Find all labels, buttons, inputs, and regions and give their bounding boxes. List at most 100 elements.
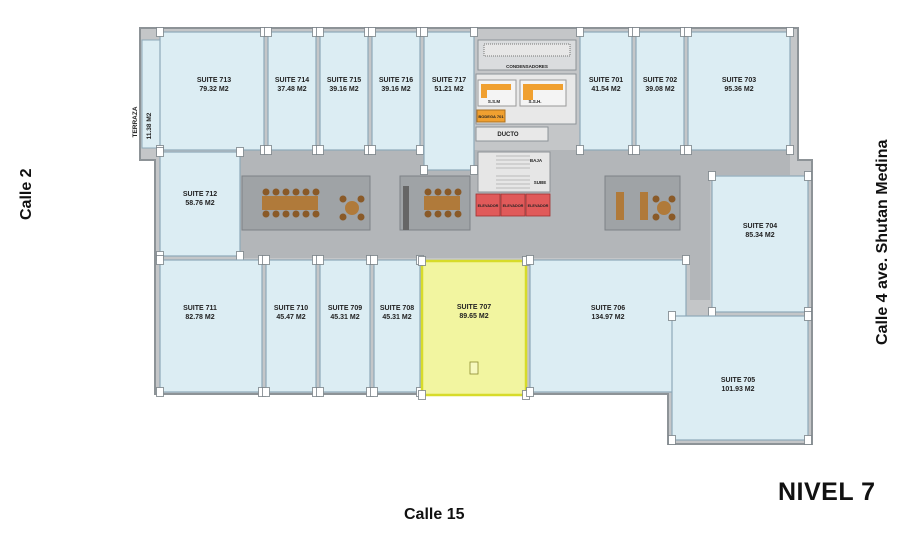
- column-marker: [368, 27, 376, 37]
- desk: [616, 192, 624, 220]
- column-marker: [316, 387, 324, 397]
- suite-703-area[interactable]: [687, 31, 791, 151]
- column-marker: [236, 251, 244, 261]
- column-marker: [526, 387, 534, 397]
- chair: [444, 188, 452, 196]
- suite-717-area-label: 51.21 M2: [434, 86, 463, 93]
- suite-710-area[interactable]: [265, 259, 317, 393]
- chair: [652, 213, 660, 221]
- round-table: [657, 201, 671, 215]
- duct-label: DUCTO: [497, 132, 519, 138]
- column-marker: [684, 27, 692, 37]
- column-marker: [370, 255, 378, 265]
- suite-713-area[interactable]: [159, 31, 265, 151]
- column-marker: [804, 435, 812, 445]
- column-marker: [804, 171, 812, 181]
- elevator-2: [500, 193, 526, 217]
- column-marker: [786, 27, 794, 37]
- storage-room: [476, 109, 506, 123]
- chair: [302, 210, 310, 218]
- suite-702-area-label: 39.08 M2: [645, 86, 674, 93]
- suite-715-area-label: 39.16 M2: [329, 86, 358, 93]
- chair: [668, 195, 676, 203]
- suite-713-area-label: 79.32 M2: [199, 86, 228, 93]
- column-marker: [316, 145, 324, 155]
- chair: [668, 213, 676, 221]
- column-marker: [804, 311, 812, 321]
- suite-715-name: SUITE 715: [327, 77, 361, 84]
- suite-717-name: SUITE 717: [432, 77, 466, 84]
- column-marker: [469, 361, 479, 375]
- chair: [292, 188, 300, 196]
- suite-706-name: SUITE 706: [591, 305, 625, 312]
- suite-715-area[interactable]: [319, 31, 369, 151]
- chair: [424, 210, 432, 218]
- column-marker: [632, 145, 640, 155]
- chair: [272, 188, 280, 196]
- suite-704-area[interactable]: [711, 175, 809, 313]
- chair: [262, 210, 270, 218]
- conference-table: [424, 196, 460, 210]
- chair: [434, 188, 442, 196]
- suite-701-name: SUITE 701: [589, 77, 623, 84]
- suite-714-area[interactable]: [267, 31, 317, 151]
- column-marker: [156, 147, 164, 157]
- suite-717-area[interactable]: [423, 31, 475, 171]
- condensers-label: CONDENSADORES: [506, 64, 548, 69]
- suite-708-area[interactable]: [373, 259, 421, 393]
- suite-702-area[interactable]: [635, 31, 685, 151]
- suite-712-area[interactable]: [159, 151, 241, 257]
- street-bottom-label: Calle 15: [404, 506, 465, 523]
- suite-704-area-label: 85.34 M2: [745, 232, 774, 239]
- column-marker: [316, 27, 324, 37]
- elevator-3: [525, 193, 551, 217]
- column-marker: [156, 27, 164, 37]
- suite-703-area-label: 95.36 M2: [724, 86, 753, 93]
- column-marker: [368, 145, 376, 155]
- suite-701-area[interactable]: [579, 31, 633, 151]
- suite-709-area-label: 45.31 M2: [330, 314, 359, 321]
- suite-716-area[interactable]: [371, 31, 421, 151]
- suite-707-area[interactable]: [420, 259, 528, 397]
- column-marker: [470, 27, 478, 37]
- column-marker: [264, 27, 272, 37]
- stairs-down-label: BAJA: [530, 158, 543, 163]
- suite-712-name: SUITE 712: [183, 191, 217, 198]
- storage-label: BODEGA 701: [478, 114, 504, 119]
- suite-714-area-label: 37.48 M2: [277, 86, 306, 93]
- round-table: [345, 201, 359, 215]
- chair: [339, 195, 347, 203]
- stair-steps: [496, 155, 530, 189]
- suite-705-area[interactable]: [671, 315, 809, 441]
- suite-709-area[interactable]: [319, 259, 371, 393]
- column-marker: [682, 255, 690, 265]
- suite-703-name: SUITE 703: [722, 77, 756, 84]
- suite-711-area[interactable]: [159, 259, 263, 393]
- suite-710-name: SUITE 710: [274, 305, 308, 312]
- column-marker: [576, 145, 584, 155]
- elevator-label: ELEVADOR: [528, 204, 549, 208]
- suite-706-area[interactable]: [529, 259, 687, 393]
- column-marker: [316, 255, 324, 265]
- column-marker: [576, 27, 584, 37]
- chair: [424, 188, 432, 196]
- ssh-fixtures: [523, 84, 563, 100]
- chair: [282, 188, 290, 196]
- ssm-label: S.S.M: [488, 99, 501, 104]
- suite-705-name: SUITE 705: [721, 377, 755, 384]
- ssm-fixtures: [481, 84, 511, 98]
- chair: [454, 188, 462, 196]
- suite-713-name: SUITE 713: [197, 77, 231, 84]
- chair: [434, 210, 442, 218]
- column-marker: [370, 387, 378, 397]
- column-marker: [668, 311, 676, 321]
- cabinet: [403, 186, 409, 230]
- column-marker: [418, 256, 426, 266]
- suite-709-name: SUITE 709: [328, 305, 362, 312]
- duct: [475, 126, 549, 142]
- terrace-area: 11.38 M2: [146, 112, 153, 139]
- suite-708-area-label: 45.31 M2: [382, 314, 411, 321]
- chair: [292, 210, 300, 218]
- column-marker: [156, 387, 164, 397]
- suite-701-area-label: 41.54 M2: [591, 86, 620, 93]
